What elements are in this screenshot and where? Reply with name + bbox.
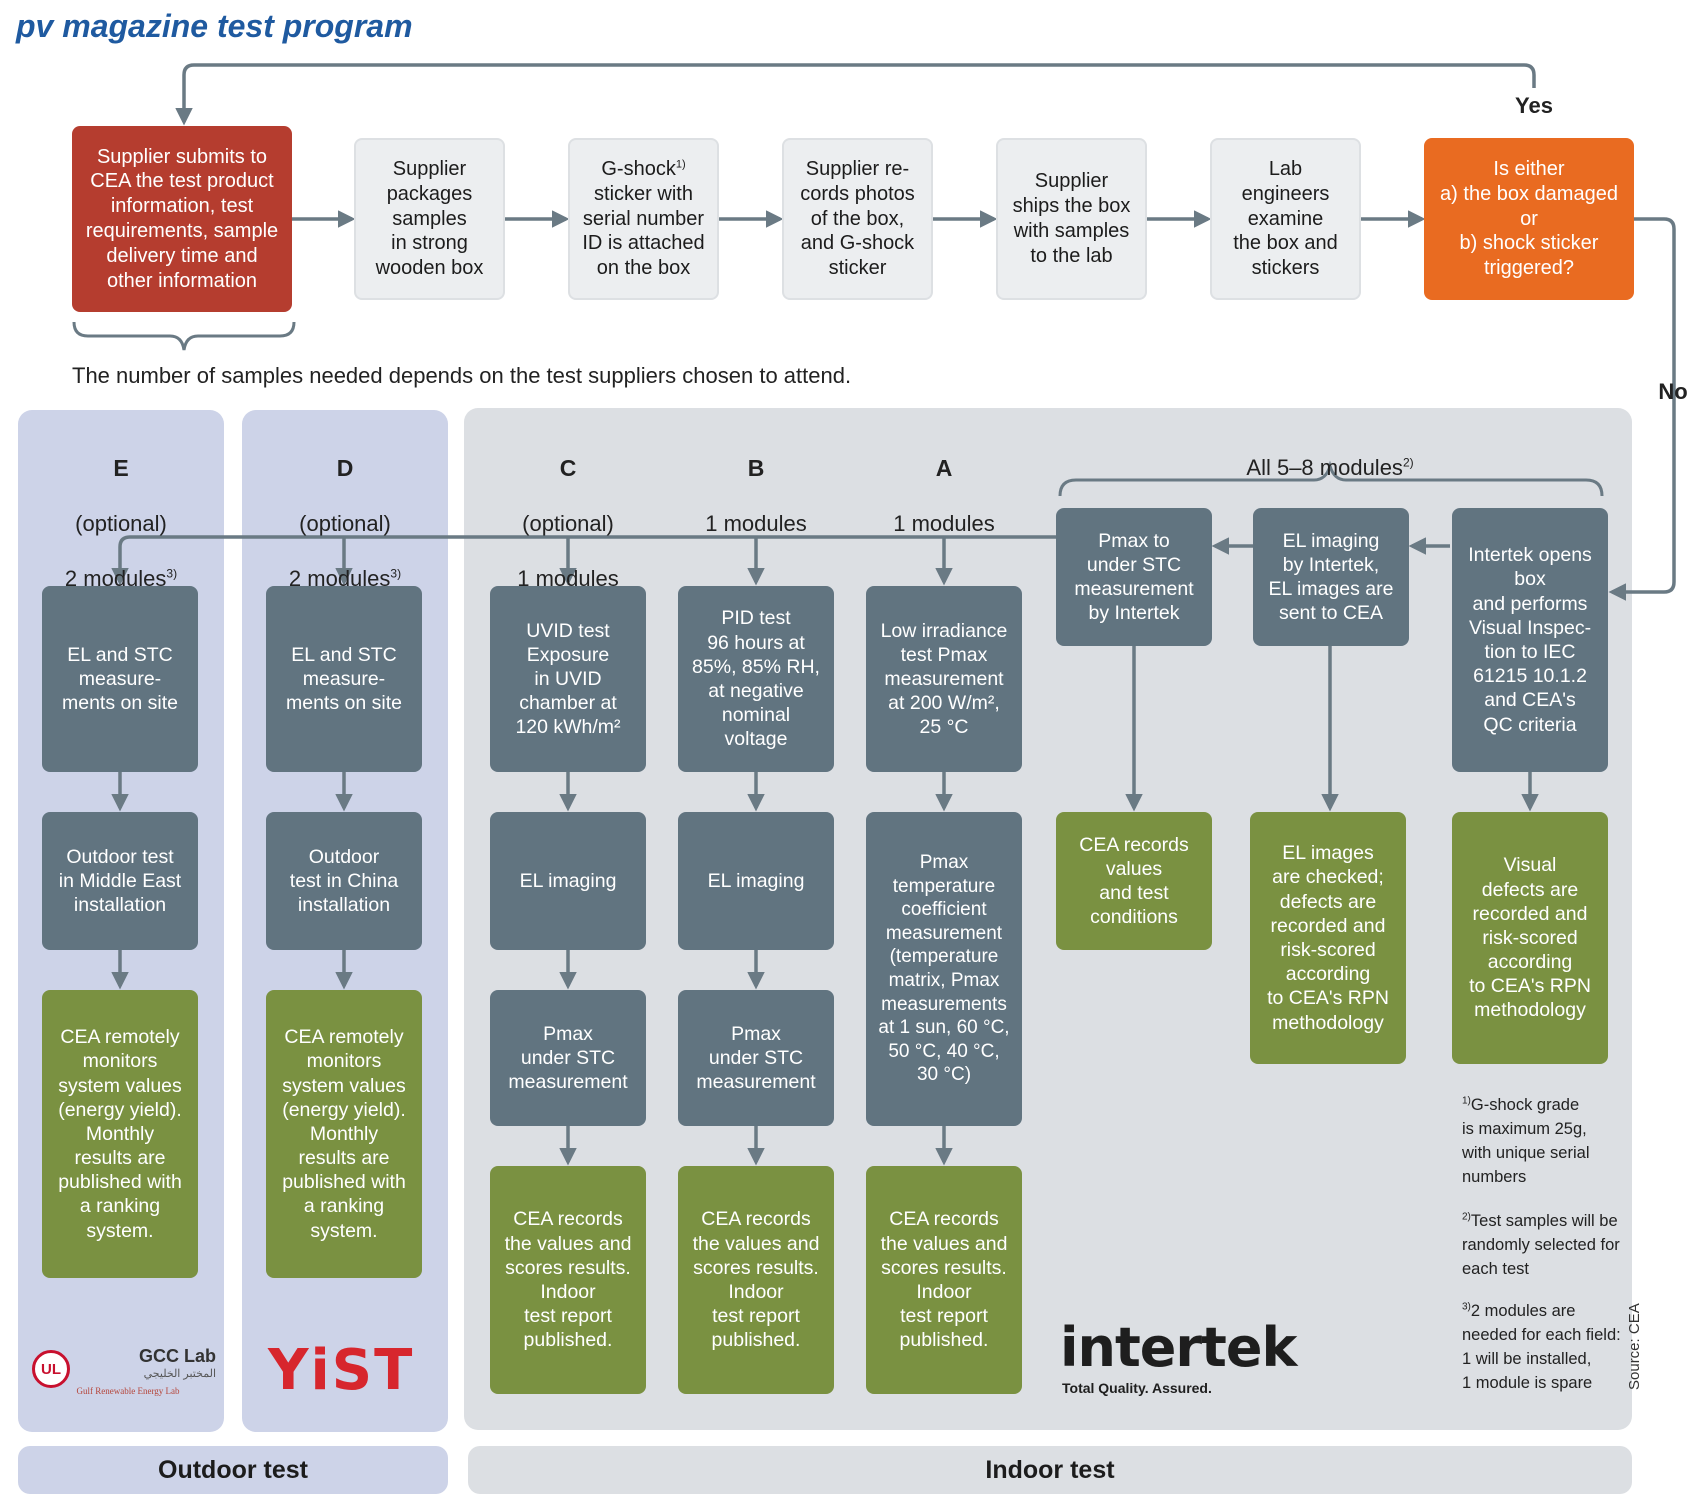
c-records-box: CEA records the values and scores result…	[490, 1166, 646, 1394]
visual-defects-box: Visual defects are recorded and risk-sco…	[1452, 812, 1608, 1064]
c-el-imaging-box: EL imaging	[490, 812, 646, 950]
all-modules-brace	[1058, 460, 1604, 497]
yes-label: Yes	[1515, 93, 1553, 118]
no-label: No	[1658, 379, 1688, 404]
supplier-ships-box: Supplier ships the box with samples to t…	[996, 138, 1147, 300]
e-outdoor-box: Outdoor test in Middle East installation	[42, 812, 198, 950]
el-images-checked-box: EL images are checked; defects are recor…	[1250, 812, 1406, 1064]
footnote-1: 1)G-shock grade is maximum 25g, with uni…	[1462, 1095, 1590, 1186]
col-a-header: A 1 modules	[893, 454, 995, 536]
lab-engineers-box: Lab engineers examine the box and sticke…	[1210, 138, 1361, 300]
b-el-imaging-box: EL imaging	[678, 812, 834, 950]
supplier-records-photos-box: Supplier re- cords photos of the box, an…	[782, 138, 933, 300]
footnote-3: 3)2 modules are needed for each field: 1…	[1462, 1301, 1621, 1392]
page-title: pv magazine test program	[16, 8, 413, 44]
footnote-2: 2)Test samples will be randomly selected…	[1462, 1211, 1620, 1278]
intertek-tagline: Total Quality. Assured.	[1062, 1380, 1212, 1396]
b-pid-box: PID test 96 hours at 85%, 85% RH, at neg…	[678, 586, 834, 772]
d-el-stc-box: EL and STC measure- ments on site	[266, 586, 422, 772]
c-uvid-box: UVID test Exposure in UVID chamber at 12…	[490, 586, 646, 772]
cea-records-values-box: CEA records values and test conditions	[1056, 812, 1212, 950]
samples-brace	[72, 321, 296, 351]
pmax-intertek-box: Pmax to under STC measurement by Interte…	[1056, 508, 1212, 646]
source-label: Source: CEA	[1626, 1303, 1643, 1390]
decision-box: Is either a) the box damaged or b) shock…	[1424, 138, 1634, 300]
d-monitor-box: CEA remotely monitors system values (ene…	[266, 990, 422, 1278]
d-outdoor-box: Outdoor test in China installation	[266, 812, 422, 950]
b-pmax-box: Pmax under STC measurement	[678, 990, 834, 1126]
all-modules-header: All 5–8 modules2)	[1246, 454, 1414, 480]
supplier-submits-box: Supplier submits to CEA the test product…	[72, 126, 292, 312]
a-low-irradiance-box: Low irradiance test Pmax measurement at …	[866, 586, 1022, 772]
outdoor-test-bar: Outdoor test	[18, 1446, 448, 1494]
indoor-test-bar: Indoor test	[468, 1446, 1632, 1494]
panel-indoor	[464, 408, 1632, 1430]
supplier-packages-box: Supplier packages samples in strong wood…	[354, 138, 505, 300]
gcc-lab-logo: GCC Lab المختبر الخليجي	[138, 1346, 216, 1380]
gcc-lab-subtitle: Gulf Renewable Energy Lab	[76, 1386, 180, 1396]
col-b-header: B 1 modules	[705, 454, 807, 536]
b-records-box: CEA records the values and scores result…	[678, 1166, 834, 1394]
gshock-text: G-shock1) sticker with serial number ID …	[582, 158, 705, 280]
e-monitor-box: CEA remotely monitors system values (ene…	[42, 990, 198, 1278]
yist-logo: YiST	[268, 1338, 415, 1403]
ul-logo: UL	[32, 1350, 70, 1388]
samples-note: The number of samples needed depends on …	[72, 363, 852, 388]
el-intertek-box: EL imaging by Intertek, EL images are se…	[1253, 508, 1409, 646]
e-el-stc-box: EL and STC measure- ments on site	[42, 586, 198, 772]
intertek-opens-box: Intertek opens box and performs Visual I…	[1452, 508, 1608, 772]
a-records-box: CEA records the values and scores result…	[866, 1166, 1022, 1394]
gshock-sticker-box: G-shock1) sticker with serial number ID …	[568, 138, 719, 300]
intertek-logo: intertek	[1060, 1316, 1297, 1379]
a-temp-coefficient-box: Pmax temperature coefficient measurement…	[866, 812, 1022, 1126]
c-pmax-box: Pmax under STC measurement	[490, 990, 646, 1126]
